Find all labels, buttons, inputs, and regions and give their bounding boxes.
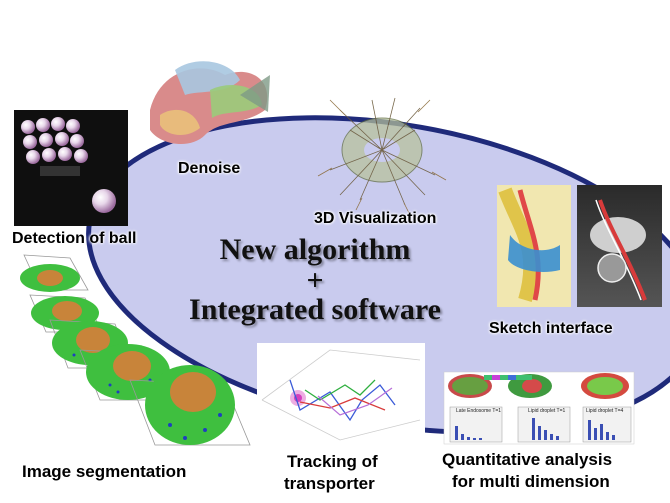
mini-chart-title-2: Lipid droplet T=1 — [528, 408, 566, 414]
mini-chart-title-3: Lipid droplet T=4 — [586, 408, 624, 414]
label-quantitative-line-1: Quantitative analysis — [442, 450, 613, 469]
neuron-visualization-image — [317, 97, 447, 216]
label-denoise: Denoise — [178, 160, 241, 177]
label-detection-of-ball: Detection of ball — [12, 230, 137, 247]
quantitative-analysis-image — [443, 371, 635, 445]
segmentation-images — [20, 254, 251, 446]
headline-integrated-software: Integrated software — [189, 293, 441, 326]
label-3d-visualization: 3D Visualization — [314, 210, 437, 227]
denoise-image — [150, 61, 270, 145]
sketch-interface-images — [497, 185, 662, 307]
tracking-image — [257, 343, 425, 448]
label-quantitative-line-2: for multi dimension — [452, 472, 610, 491]
headline-plus: + — [306, 264, 324, 297]
headline-new-algorithm: New algorithm — [219, 233, 411, 266]
label-tracking-line-2: transporter — [284, 474, 375, 493]
label-tracking-line-1: Tracking of — [287, 452, 378, 471]
ball-detection-image — [14, 110, 128, 226]
label-image-segmentation: Image segmentation — [22, 462, 187, 481]
label-sketch-interface: Sketch interface — [489, 320, 613, 337]
mini-chart-title-1: Late Endosome T=1 — [456, 408, 502, 414]
